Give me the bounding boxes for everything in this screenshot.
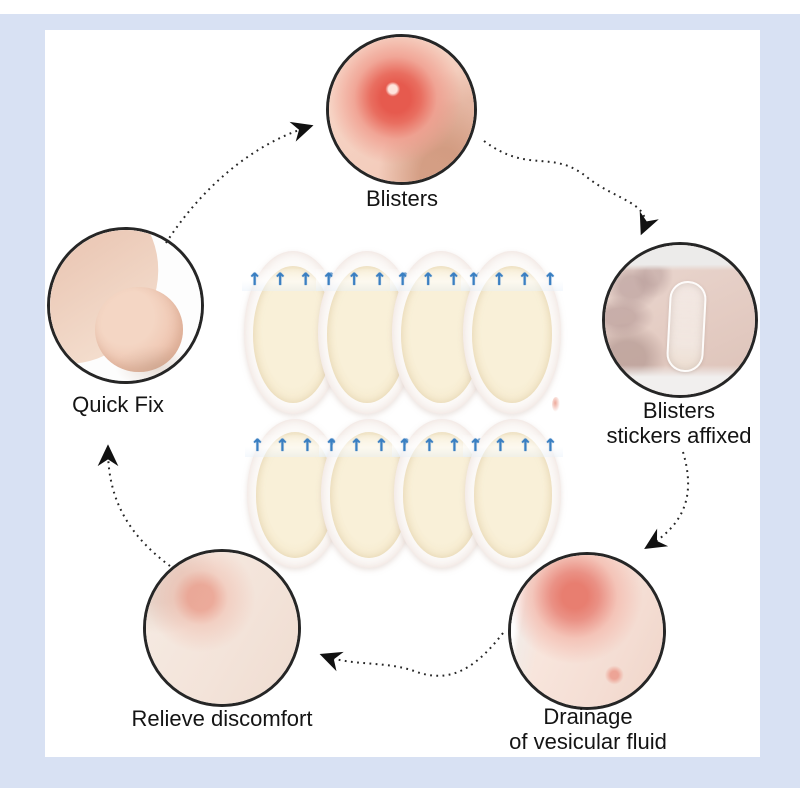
up-arrow-icon: ↑: [347, 269, 362, 290]
up-arrow-icon: ↑: [324, 435, 339, 456]
label-blisters: Blisters: [365, 186, 439, 211]
label-stickers-affixed-line1: Blisters: [642, 398, 716, 423]
up-arrow-icon: ↑: [397, 435, 412, 456]
up-arrow-icon: ↑: [492, 269, 507, 290]
heel-shape: [95, 287, 183, 372]
up-arrow-icon: ↑: [517, 269, 532, 290]
photo-drainage: [508, 552, 666, 710]
label-drainage-line1: Drainage: [543, 704, 633, 729]
photo-stickers-affixed: [602, 242, 758, 398]
up-arrow-icon: ↑: [466, 269, 481, 290]
healed-skin-photo: [146, 552, 298, 704]
photo-blisters: [326, 34, 477, 185]
up-arrow-icon: ↑: [349, 435, 364, 456]
up-arrow-icon: ↑: [518, 435, 533, 456]
up-arrow-icon: ↑: [447, 435, 462, 456]
up-arrow-icon: ↑: [372, 269, 387, 290]
label-stickers-affixed: Blisters stickers affixed: [606, 398, 752, 448]
up-arrow-icon: ↑: [543, 269, 558, 290]
label-drainage-line2: of vesicular fluid: [509, 728, 667, 754]
heel-shadow: [114, 344, 198, 381]
up-arrow-icon: ↑: [446, 269, 461, 290]
up-arrow-icon: ↑: [250, 435, 265, 456]
up-arrow-icon: ↑: [275, 435, 290, 456]
heel-photo: [50, 230, 201, 381]
photo-quick-fix: [47, 227, 204, 384]
blister-skin-photo: [329, 37, 474, 182]
up-arrow-icon: ↑: [273, 269, 288, 290]
label-relieve-discomfort: Relieve discomfort: [131, 706, 313, 731]
label-quick-fix: Quick Fix: [72, 392, 164, 417]
up-arrow-icon: ↑: [298, 269, 313, 290]
up-arrow-icon: ↑: [300, 435, 315, 456]
photo-relieve-discomfort: [143, 549, 301, 707]
label-drainage: Drainage of vesicular fluid: [509, 704, 667, 754]
patch-arrow-strip: ↑ ↑ ↑ ↑: [463, 435, 563, 457]
up-arrow-icon: ↑: [321, 269, 336, 290]
blister-patch: ↑ ↑ ↑ ↑: [461, 251, 563, 414]
patch-arrow-strip: ↑ ↑ ↑ ↑: [461, 269, 563, 291]
up-arrow-icon: ↑: [395, 269, 410, 290]
up-arrow-icon: ↑: [493, 435, 508, 456]
draining-blister-photo: [511, 555, 663, 707]
up-arrow-icon: ↑: [247, 269, 262, 290]
up-arrow-icon: ↑: [421, 269, 436, 290]
blister-patch: ↑ ↑ ↑ ↑: [463, 419, 563, 568]
up-arrow-icon: ↑: [374, 435, 389, 456]
up-arrow-icon: ↑: [468, 435, 483, 456]
pink-smudge: [552, 397, 560, 412]
gel-patch-on-foot: [665, 280, 708, 373]
label-stickers-affixed-line2: stickers affixed: [606, 422, 752, 448]
up-arrow-icon: ↑: [543, 435, 558, 456]
up-arrow-icon: ↑: [422, 435, 437, 456]
